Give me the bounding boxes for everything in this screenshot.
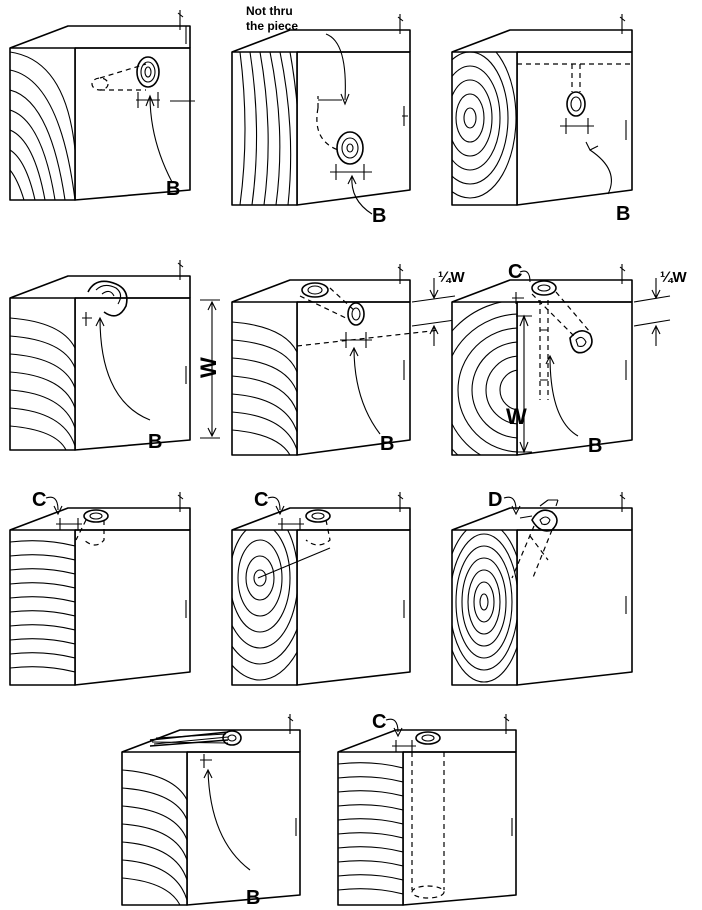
knot-11 bbox=[415, 731, 441, 745]
knot-9 bbox=[531, 509, 558, 532]
block-6-grain bbox=[452, 302, 517, 455]
block-7: C bbox=[9, 489, 191, 686]
label-d-9: D bbox=[488, 489, 502, 511]
note-not-thru-2: the piece bbox=[246, 19, 298, 33]
block-11-grain bbox=[338, 762, 403, 895]
block-11-side bbox=[402, 751, 517, 906]
block-8: C bbox=[231, 489, 411, 686]
knot-7 bbox=[83, 509, 109, 523]
block-2-grain bbox=[239, 52, 297, 205]
block-8-side bbox=[296, 529, 411, 686]
knot-1 bbox=[136, 56, 160, 88]
block-3-end-grain bbox=[451, 51, 518, 206]
block-6-side bbox=[516, 301, 633, 456]
block-4-side bbox=[74, 297, 191, 451]
block-6: C W ¼W B bbox=[451, 261, 688, 457]
block-10-side bbox=[186, 751, 301, 906]
label-w-2: W bbox=[506, 404, 527, 429]
block-11: C bbox=[337, 711, 517, 906]
block-1-grain bbox=[10, 51, 75, 200]
block-2-side bbox=[296, 51, 411, 206]
label-c-6: C bbox=[508, 261, 522, 283]
block-3-side bbox=[516, 51, 633, 206]
block-9-grain bbox=[452, 530, 517, 683]
block-11-end-grain bbox=[337, 751, 404, 906]
label-b-5: B bbox=[380, 433, 394, 455]
block-9-side bbox=[516, 529, 633, 686]
block-5: ¼W B bbox=[231, 264, 466, 456]
block-10-grain bbox=[122, 769, 187, 905]
knot-6-top bbox=[531, 280, 557, 296]
knot-2 bbox=[336, 131, 364, 165]
label-w-1: W bbox=[196, 357, 221, 378]
block-2-end-grain bbox=[231, 51, 298, 206]
block-3-grain bbox=[452, 52, 517, 199]
label-b-10: B bbox=[246, 887, 260, 909]
label-b-6: B bbox=[588, 435, 602, 457]
block-4: B bbox=[9, 260, 191, 453]
block-6-end-grain bbox=[451, 301, 518, 456]
knot-8 bbox=[305, 509, 331, 523]
label-quarter-w-2: ¼W bbox=[660, 269, 688, 286]
block-7-end-grain bbox=[9, 529, 76, 686]
block-8-grain bbox=[232, 530, 297, 681]
label-b-2: B bbox=[372, 205, 386, 227]
label-b-1: B bbox=[166, 178, 180, 200]
block-5-grain bbox=[232, 321, 297, 455]
knot-5-side bbox=[347, 302, 365, 326]
knot-3 bbox=[566, 91, 586, 117]
knot-5-top bbox=[301, 282, 329, 298]
block-10: B bbox=[121, 714, 301, 909]
block-1-end-grain bbox=[9, 47, 76, 201]
block-7-side bbox=[74, 529, 191, 686]
width-dimension-1: W bbox=[196, 299, 221, 439]
note-not-thru-1: Not thru bbox=[246, 4, 293, 18]
knot-4 bbox=[87, 280, 128, 317]
block-7-grain bbox=[10, 540, 75, 673]
block-3: B bbox=[451, 14, 633, 225]
label-b-3: B bbox=[616, 203, 630, 225]
block-4-grain bbox=[10, 317, 75, 450]
label-b-4: B bbox=[148, 431, 162, 453]
knot-6-side bbox=[569, 330, 593, 354]
label-quarter-w-1: ¼W bbox=[438, 269, 466, 286]
label-c-8: C bbox=[254, 489, 268, 511]
block-9: D bbox=[451, 489, 633, 686]
block-2: Not thru the piece B bbox=[231, 4, 411, 227]
label-c-7: C bbox=[32, 489, 46, 511]
block-1: B bbox=[9, 10, 195, 201]
block-4-end-grain bbox=[9, 297, 76, 451]
label-c-11: C bbox=[372, 711, 386, 733]
block-5-end-grain bbox=[231, 301, 298, 456]
